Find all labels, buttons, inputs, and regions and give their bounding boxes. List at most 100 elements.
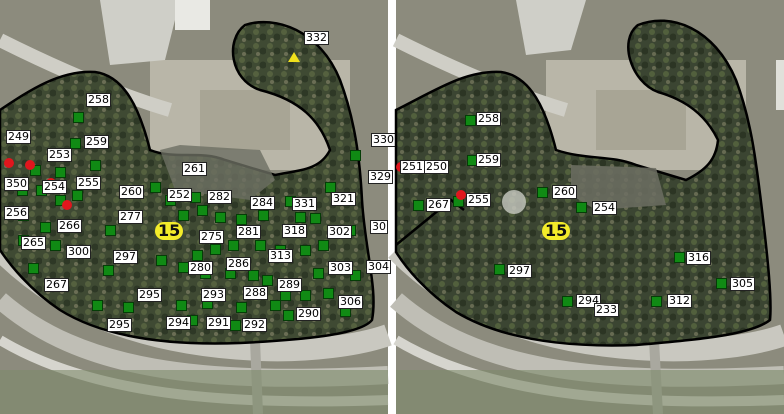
left-point-label[interactable]: 286 (226, 257, 251, 271)
left-point-label[interactable]: 302 (327, 225, 352, 239)
right-point-label[interactable]: 251 (400, 160, 425, 174)
left-point-label[interactable]: 284 (250, 196, 275, 210)
left-point-label[interactable]: 275 (199, 230, 224, 244)
left-point-label[interactable]: 300 (66, 245, 91, 259)
left-marker[interactable] (178, 210, 189, 221)
left-point-label[interactable]: 313 (268, 249, 293, 263)
left-marker[interactable] (300, 245, 311, 256)
left-marker[interactable] (262, 275, 273, 286)
right-marker[interactable] (651, 296, 662, 307)
right-red-dot[interactable] (456, 190, 466, 200)
left-warning-triangle-icon[interactable] (288, 52, 300, 62)
left-point-label[interactable]: 289 (277, 278, 302, 292)
left-point-label[interactable]: 288 (243, 286, 268, 300)
left-marker[interactable] (255, 240, 266, 251)
left-point-label[interactable]: 291 (206, 316, 231, 330)
right-marker[interactable] (465, 115, 476, 126)
left-point-label[interactable]: 259 (84, 135, 109, 149)
left-marker[interactable] (103, 265, 114, 276)
left-marker[interactable] (350, 150, 361, 161)
right-marker[interactable] (576, 202, 587, 213)
right-point-label[interactable]: 297 (507, 264, 532, 278)
left-marker[interactable] (72, 190, 83, 201)
left-marker[interactable] (295, 212, 306, 223)
right-point-label[interactable]: 255 (466, 193, 491, 207)
left-marker[interactable] (156, 255, 167, 266)
left-point-label[interactable]: 329 (368, 170, 393, 184)
left-point-label[interactable]: 265 (21, 236, 46, 250)
left-marker[interactable] (313, 268, 324, 279)
right-point-label[interactable]: 233 (594, 303, 619, 317)
left-marker[interactable] (176, 300, 187, 311)
left-point-label[interactable]: 350 (4, 177, 29, 191)
left-marker[interactable] (236, 302, 247, 313)
left-point-label[interactable]: 294 (166, 316, 191, 330)
left-point-label[interactable]: 282 (207, 190, 232, 204)
left-point-label[interactable]: 266 (57, 219, 82, 233)
left-point-label[interactable]: 290 (296, 307, 321, 321)
left-point-label[interactable]: 318 (282, 224, 307, 238)
left-red-dot[interactable] (25, 160, 35, 170)
left-point-label[interactable]: 277 (118, 210, 143, 224)
left-point-label[interactable]: 260 (119, 185, 144, 199)
left-marker[interactable] (150, 182, 161, 193)
left-marker[interactable] (310, 213, 321, 224)
left-point-label[interactable]: 252 (167, 188, 192, 202)
left-marker[interactable] (230, 320, 241, 331)
left-point-label[interactable]: 255 (76, 176, 101, 190)
right-marker[interactable] (537, 187, 548, 198)
left-marker[interactable] (318, 240, 329, 251)
left-point-label[interactable]: 295 (107, 318, 132, 332)
left-marker[interactable] (300, 290, 311, 301)
right-marker[interactable] (674, 252, 685, 263)
left-point-label[interactable]: 331 (292, 197, 317, 211)
left-marker[interactable] (123, 302, 134, 313)
left-point-label[interactable]: 253 (47, 148, 72, 162)
left-marker[interactable] (210, 244, 221, 255)
left-point-label[interactable]: 297 (113, 250, 138, 264)
right-marker[interactable] (413, 200, 424, 211)
left-point-label[interactable]: 332 (304, 31, 329, 45)
left-marker[interactable] (350, 270, 361, 281)
left-point-label[interactable]: 280 (188, 261, 213, 275)
right-point-label[interactable]: 316 (686, 251, 711, 265)
right-point-label[interactable]: 312 (667, 294, 692, 308)
left-marker[interactable] (40, 222, 51, 233)
left-point-label[interactable]: 304 (366, 260, 391, 274)
right-point-label[interactable]: 259 (476, 153, 501, 167)
left-point-label[interactable]: 256 (4, 206, 29, 220)
right-marker[interactable] (716, 278, 727, 289)
right-marker[interactable] (562, 296, 573, 307)
left-point-label[interactable]: 254 (42, 180, 67, 194)
left-point-label[interactable]: 292 (242, 318, 267, 332)
left-marker[interactable] (55, 167, 66, 178)
right-point-label[interactable]: 305 (730, 277, 755, 291)
left-point-label[interactable]: 293 (201, 288, 226, 302)
left-point-label[interactable]: 30 (370, 220, 388, 234)
left-point-label[interactable]: 258 (86, 93, 111, 107)
right-zone-label[interactable]: 15 (542, 222, 571, 240)
right-marker[interactable] (494, 264, 505, 275)
left-red-dot[interactable] (4, 158, 14, 168)
left-marker[interactable] (323, 288, 334, 299)
left-marker[interactable] (248, 270, 259, 281)
left-marker[interactable] (73, 112, 84, 123)
left-point-label[interactable]: 267 (44, 278, 69, 292)
left-marker[interactable] (283, 310, 294, 321)
left-zone-label[interactable]: 15 (155, 222, 184, 240)
left-point-label[interactable]: 330 (371, 133, 396, 147)
left-point-label[interactable]: 281 (236, 225, 261, 239)
left-marker[interactable] (105, 225, 116, 236)
right-point-label[interactable]: 258 (476, 112, 501, 126)
left-point-label[interactable]: 306 (338, 295, 363, 309)
left-red-dot[interactable] (62, 200, 72, 210)
left-marker[interactable] (325, 182, 336, 193)
left-marker[interactable] (92, 300, 103, 311)
left-marker[interactable] (28, 263, 39, 274)
left-marker[interactable] (90, 160, 101, 171)
left-marker[interactable] (70, 138, 81, 149)
right-point-label[interactable]: 267 (426, 198, 451, 212)
left-point-label[interactable]: 321 (331, 192, 356, 206)
left-marker[interactable] (215, 212, 226, 223)
left-point-label[interactable]: 261 (182, 162, 207, 176)
